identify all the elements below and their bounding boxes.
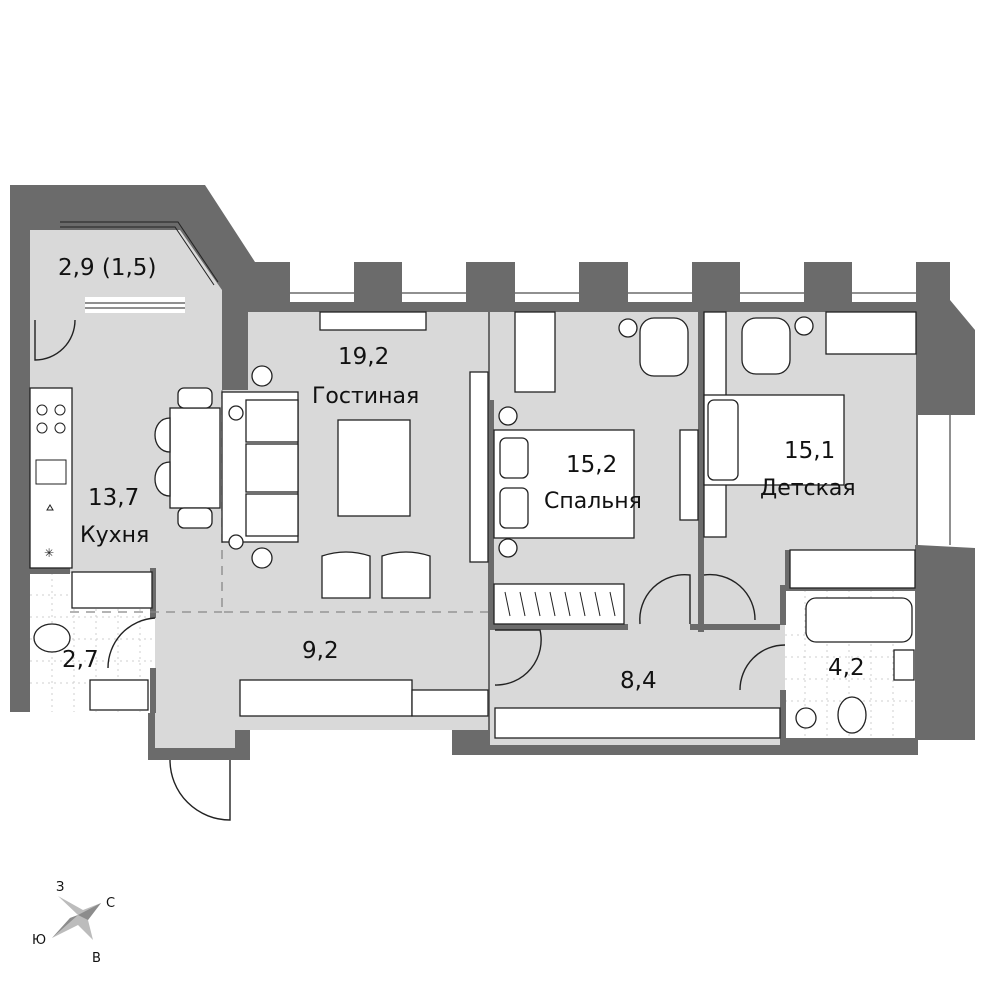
hall-area: 9,2	[302, 638, 339, 664]
balcony-floor	[30, 230, 222, 318]
desk	[825, 311, 917, 355]
armchair	[321, 551, 371, 599]
zone-divider	[70, 390, 488, 613]
dresser	[679, 429, 699, 521]
armchair	[381, 551, 431, 599]
bathtub	[805, 597, 913, 643]
tv-stand	[469, 371, 489, 563]
kitchen-counter: ✳	[29, 387, 73, 569]
compass: З С Ю В	[32, 880, 115, 966]
compass-south: Ю	[32, 933, 46, 948]
armchair	[741, 317, 791, 375]
corridor-area: 8,4	[620, 668, 657, 694]
toilet	[33, 623, 71, 653]
dining-table	[154, 387, 221, 529]
wardrobe	[239, 679, 413, 717]
curtain-rail	[319, 311, 427, 331]
wardrobe	[493, 583, 625, 625]
desk	[514, 311, 556, 393]
compass-east: В	[92, 951, 101, 966]
compass-west: З	[56, 880, 64, 895]
wardrobe	[494, 707, 781, 739]
kitchen-name: Кухня	[80, 523, 149, 548]
wardrobe	[411, 689, 489, 717]
compass-north: С	[106, 896, 115, 911]
wc-area: 2,7	[62, 647, 99, 673]
balcony-area: 2,9 (1,5)	[58, 255, 156, 281]
toilet	[837, 696, 867, 734]
sofa	[221, 365, 299, 569]
bathroom-area: 4,2	[828, 655, 865, 681]
sink	[89, 679, 149, 711]
lamp	[618, 318, 638, 338]
wardrobe	[789, 549, 916, 589]
kids-name: Детская	[760, 476, 856, 501]
wardrobe-hatch	[504, 591, 616, 617]
sink	[893, 649, 915, 681]
bedroom-area: 15,2	[566, 452, 617, 478]
shoe-cabinet	[71, 571, 153, 609]
kids-area: 15,1	[784, 438, 835, 464]
doors	[34, 319, 786, 821]
armchair	[639, 317, 689, 377]
bed	[703, 394, 845, 486]
windows	[60, 221, 958, 545]
svg-text:✳: ✳	[44, 546, 54, 560]
living-name: Гостиная	[312, 384, 419, 409]
washing-machine	[795, 707, 817, 729]
kitchen-area: 13,7	[88, 485, 139, 511]
coffee-table	[337, 419, 411, 517]
living-area: 19,2	[338, 344, 389, 370]
partitions	[30, 312, 918, 745]
bed	[493, 406, 635, 558]
lamp	[794, 316, 814, 336]
bedroom-name: Спальня	[544, 489, 642, 514]
